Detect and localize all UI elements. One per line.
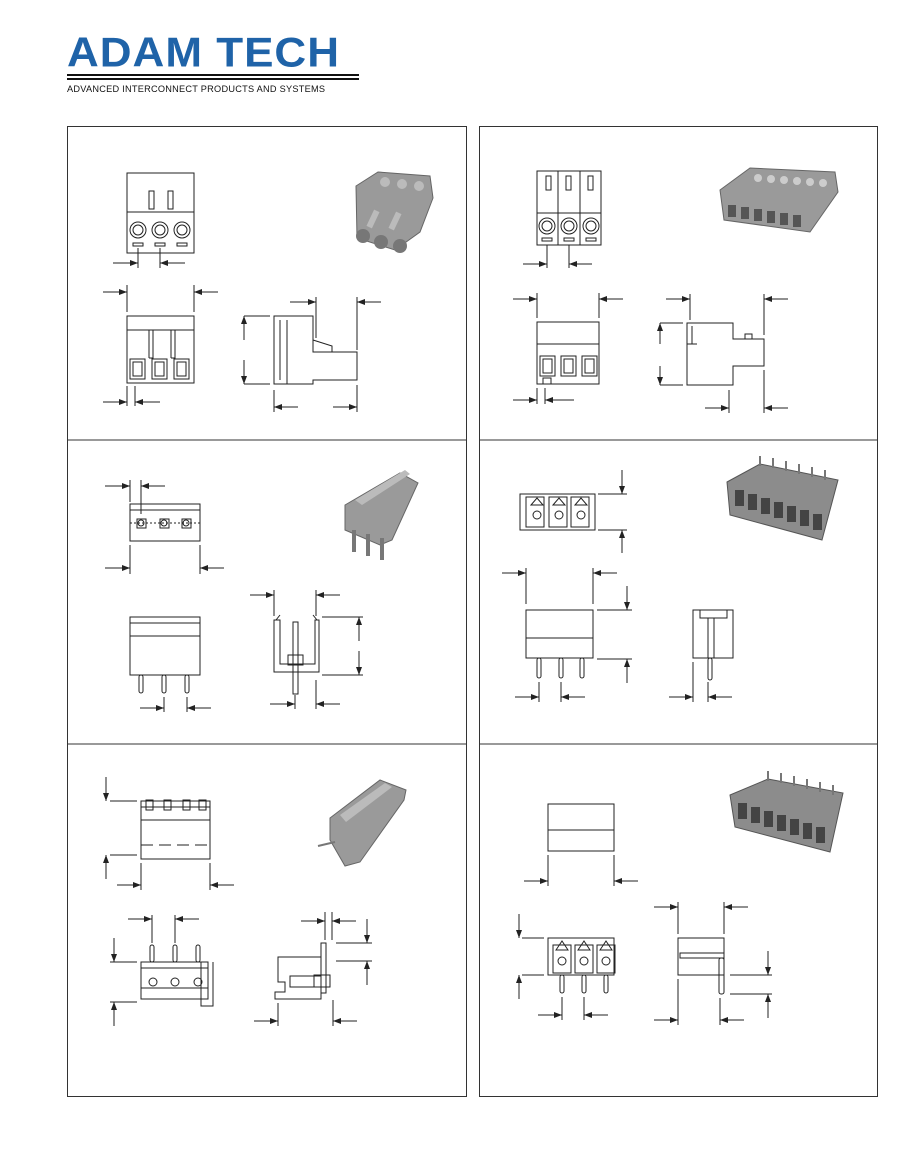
logo-underline-top xyxy=(67,74,359,76)
logo-stripe xyxy=(67,68,359,71)
panel5-photo xyxy=(317,779,407,867)
panel6-drawing xyxy=(516,803,772,1025)
brand-tagline: ADVANCED INTERCONNECT PRODUCTS AND SYSTE… xyxy=(67,84,326,94)
panel1-photo xyxy=(355,171,434,253)
panel6-photo xyxy=(729,771,844,853)
panel2-drawing xyxy=(513,170,788,413)
panel4-photo xyxy=(726,456,839,541)
panel-left xyxy=(67,126,467,1097)
panel-right xyxy=(479,126,878,1097)
panel3-drawing xyxy=(105,480,363,712)
panel4-drawing xyxy=(502,470,734,702)
panel2-photo xyxy=(719,167,839,233)
panel3-photo xyxy=(344,470,419,560)
brand-logo: ADAM TECH ADVANCED INTERCONNECT PRODUCTS… xyxy=(67,30,362,100)
logo-underline-bottom xyxy=(67,78,359,80)
panel5-drawing xyxy=(103,777,372,1026)
brand-wordmark: ADAM TECH xyxy=(67,29,340,76)
panel1-drawing xyxy=(103,172,381,412)
